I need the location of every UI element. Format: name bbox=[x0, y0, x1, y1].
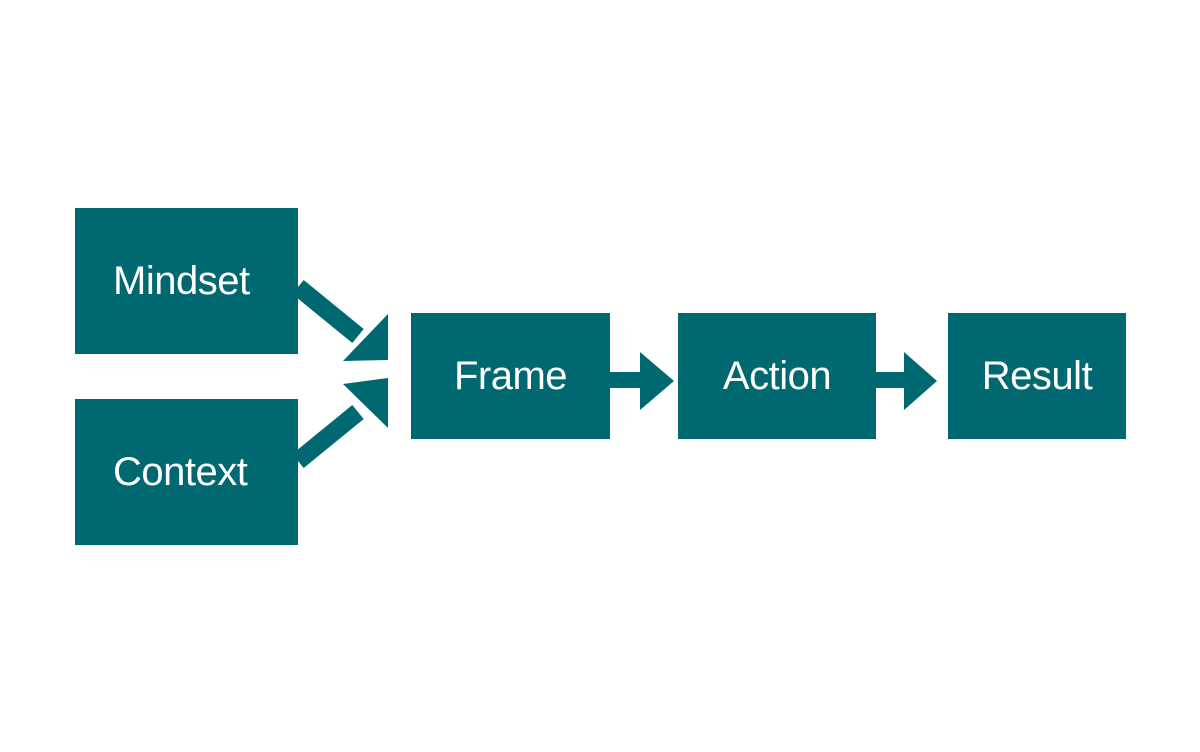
arrow-context-to-frame bbox=[292, 378, 388, 468]
mindset-label: Mindset bbox=[113, 258, 250, 303]
action-box: Action bbox=[678, 313, 876, 439]
arrow-frame-to-action bbox=[610, 352, 674, 410]
mindset-box: Mindset bbox=[75, 208, 298, 354]
action-label: Action bbox=[722, 353, 832, 398]
result-label: Result bbox=[981, 353, 1093, 398]
frame-box: Frame bbox=[411, 313, 610, 439]
arrow-action-to-result bbox=[876, 352, 937, 410]
result-box: Result bbox=[948, 313, 1126, 439]
arrow-mindset-to-frame bbox=[292, 280, 388, 361]
context-label: Context bbox=[113, 449, 248, 494]
context-box: Context bbox=[75, 399, 298, 545]
frame-label: Frame bbox=[453, 353, 568, 398]
